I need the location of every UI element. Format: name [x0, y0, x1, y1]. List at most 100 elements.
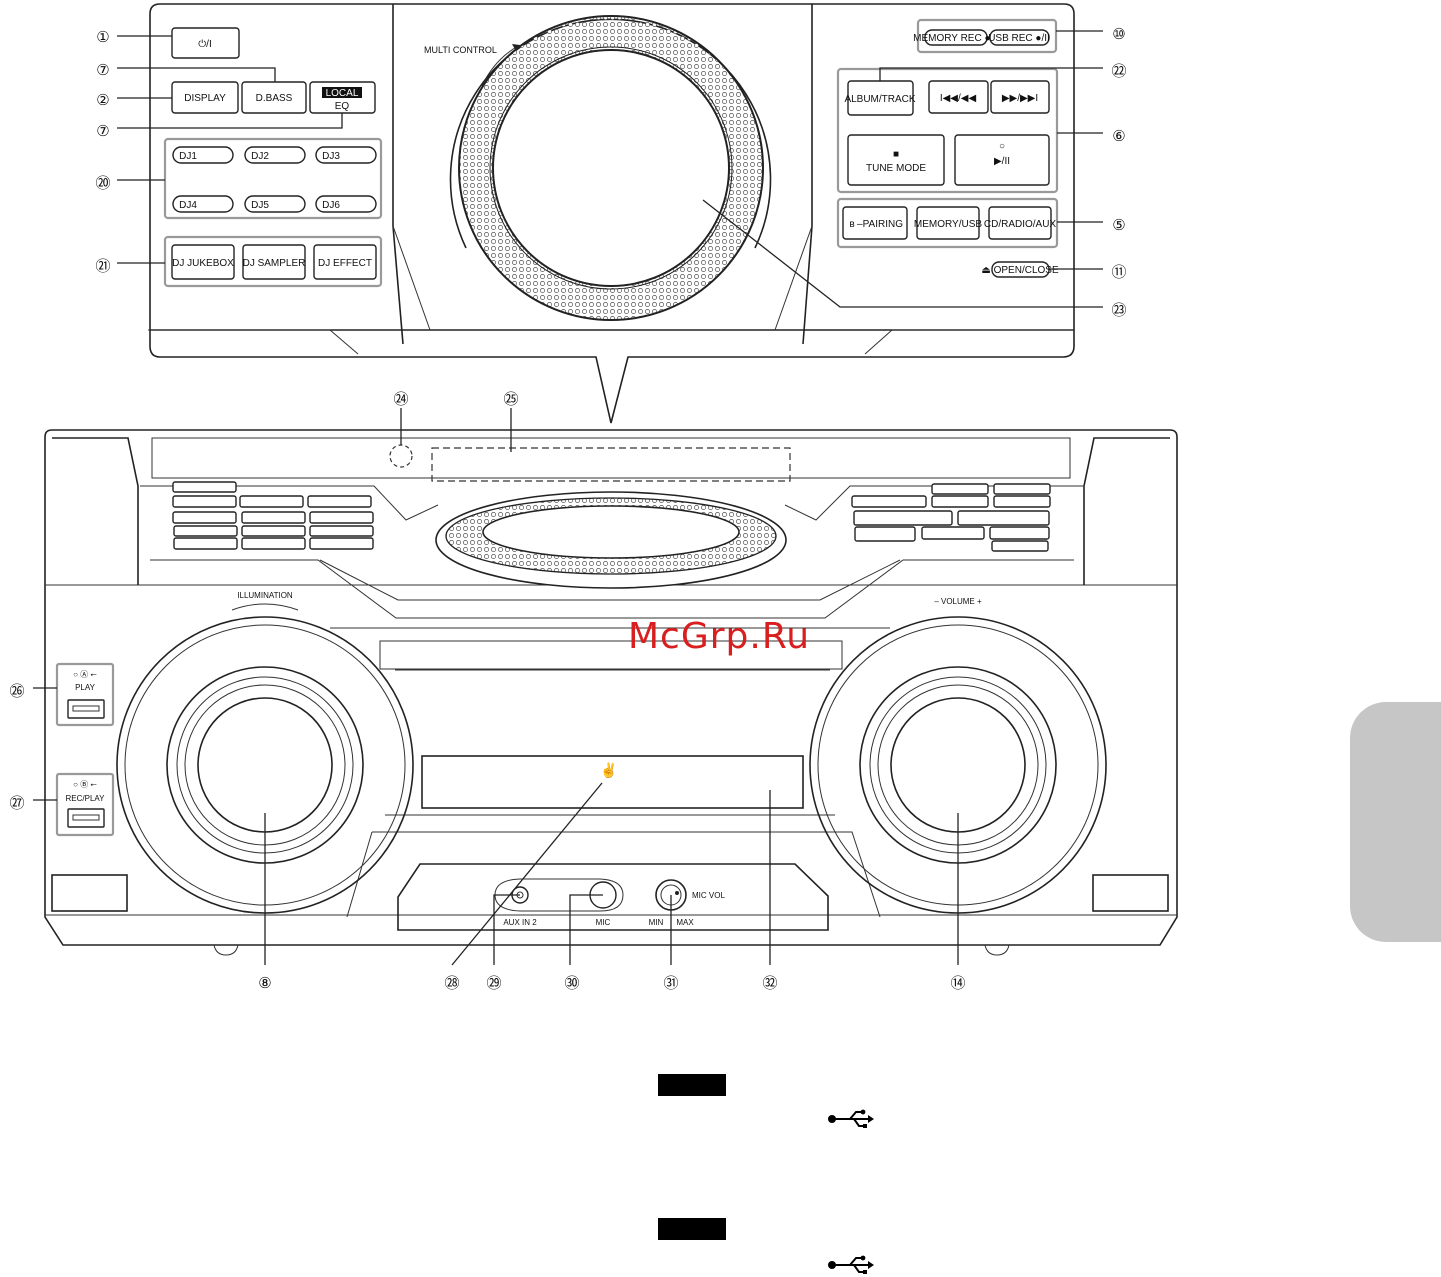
- open-close-button[interactable]: ⏏ OPEN/CLOSE: [981, 261, 1059, 278]
- callout-25: ㉕: [503, 391, 518, 408]
- usb-b-rec-play-label: REC/PLAY: [66, 794, 106, 803]
- cd-radio-aux-button[interactable]: CD/RADIO/AUX: [984, 206, 1057, 240]
- svg-text:DJ4: DJ4: [179, 200, 197, 211]
- power-button[interactable]: ⏻/I: [171, 27, 240, 59]
- usb-port-a[interactable]: [67, 699, 105, 719]
- callout-30: ㉚: [564, 975, 579, 992]
- aux-in-2-label: AUX IN 2: [503, 918, 537, 927]
- mic-label: MIC: [596, 918, 611, 927]
- remote-sensor: [389, 444, 413, 468]
- skip-forward-button[interactable]: ▶▶/▶▶I: [990, 80, 1050, 114]
- usb-port-b[interactable]: [67, 808, 105, 828]
- svg-text:ALBUM/TRACK: ALBUM/TRACK: [844, 94, 915, 105]
- dj-pad-group: [163, 137, 383, 220]
- dbass-button[interactable]: D.BASS: [241, 81, 307, 114]
- local-eq-button[interactable]: LOCAL EQ: [309, 81, 376, 114]
- callout-32: ㉜: [762, 975, 777, 992]
- callout-14: ⑭: [950, 975, 965, 992]
- callout-10: ⑩: [1112, 26, 1125, 43]
- bluetooth-icon: ʙ: [849, 219, 854, 230]
- svg-text:CD/RADIO/AUX: CD/RADIO/AUX: [984, 219, 1057, 230]
- svg-text:DISPLAY: DISPLAY: [184, 93, 226, 104]
- callout-21: ㉑: [95, 258, 110, 275]
- svg-text:MEMORY/USB: MEMORY/USB: [914, 219, 982, 230]
- display-window: [431, 447, 791, 482]
- unit-multi-control-dial[interactable]: [435, 491, 787, 589]
- svg-text:■: ■: [893, 149, 899, 160]
- zoomed-control-panel: MULTI CONTROL ⏻/I DISPLAY D.BASS LOCAL E: [148, 3, 1075, 424]
- dj5-button[interactable]: DJ5: [244, 195, 306, 213]
- svg-text:DJ6: DJ6: [322, 200, 340, 211]
- svg-text:DJ1: DJ1: [179, 151, 197, 162]
- svg-text:DJ3: DJ3: [322, 151, 340, 162]
- volume-label: – VOLUME +: [934, 597, 982, 606]
- dj6-button[interactable]: DJ6: [315, 195, 377, 213]
- svg-text:DJ JUKEBOX: DJ JUKEBOX: [172, 258, 234, 269]
- usb-a-play-label: PLAY: [75, 683, 96, 692]
- unit-keys-left[interactable]: [172, 481, 374, 550]
- skip-back-button[interactable]: I◀◀/◀◀: [928, 80, 989, 114]
- callout-23: ㉓: [1111, 302, 1126, 319]
- svg-text:DJ EFFECT: DJ EFFECT: [318, 258, 372, 269]
- svg-text:LOCAL: LOCAL: [326, 88, 359, 99]
- svg-text:⏻/I: ⏻/I: [198, 39, 211, 50]
- svg-text:EQ: EQ: [335, 101, 350, 112]
- unit-keys-right[interactable]: [851, 483, 1051, 552]
- usb-rec-button[interactable]: USB REC ●/II: [988, 29, 1050, 46]
- dj1-button[interactable]: DJ1: [172, 146, 234, 164]
- mic-vol-label: MIC VOL: [692, 891, 725, 900]
- bluetooth-pairing-button[interactable]: ʙ –PAIRING: [842, 206, 908, 240]
- main-unit: ILLUMINATION – VOLUME + ○ Ⓐ ⭠ PLAY ○ Ⓑ ⭠…: [44, 429, 1178, 956]
- dj-jukebox-button[interactable]: DJ JUKEBOX: [171, 244, 235, 280]
- callout-20: ⑳: [95, 175, 110, 192]
- callout-2: ②: [96, 92, 109, 109]
- svg-text:DJ5: DJ5: [251, 200, 269, 211]
- memory-rec-button[interactable]: MEMORY REC ●/II: [913, 29, 999, 46]
- dj3-button[interactable]: DJ3: [315, 146, 377, 164]
- callout-7b: ⑦: [96, 123, 109, 140]
- callout-28: ㉘: [444, 975, 459, 992]
- dj2-button[interactable]: DJ2: [244, 146, 306, 164]
- svg-text:D.BASS: D.BASS: [256, 93, 293, 104]
- side-tab: [1350, 702, 1441, 942]
- touch-sensor-icon: ✌: [600, 761, 617, 779]
- callout-6: ⑥: [1112, 128, 1125, 145]
- dj-function-group: [163, 235, 383, 288]
- callout-26: ㉖: [9, 683, 24, 700]
- callout-8: ⑧: [258, 975, 271, 992]
- svg-text:DJ2: DJ2: [251, 151, 269, 162]
- play-pause-button[interactable]: ○ ▶/II: [954, 134, 1050, 186]
- stop-tune-mode-button[interactable]: ■ TUNE MODE: [847, 134, 945, 186]
- multi-control-label: MULTI CONTROL: [424, 45, 497, 55]
- album-track-button[interactable]: ALBUM/TRACK: [844, 80, 916, 116]
- source-group: [836, 197, 1059, 249]
- svg-text:TUNE MODE: TUNE MODE: [866, 163, 926, 174]
- display-button[interactable]: DISPLAY: [171, 81, 239, 114]
- transport-group: [836, 67, 1059, 194]
- dj-effect-button[interactable]: DJ EFFECT: [313, 244, 377, 280]
- watermark: McGrp.Ru: [628, 616, 811, 657]
- memory-usb-button[interactable]: MEMORY/USB: [914, 206, 982, 240]
- callout-29: ㉙: [486, 975, 501, 992]
- usb-icon: [828, 1255, 874, 1274]
- multi-control-dial[interactable]: [449, 15, 772, 321]
- dj4-button[interactable]: DJ4: [172, 195, 234, 213]
- svg-text:DJ SAMPLER: DJ SAMPLER: [243, 258, 306, 269]
- dj-sampler-button[interactable]: DJ SAMPLER: [242, 244, 306, 280]
- svg-text:▶▶/▶▶I: ▶▶/▶▶I: [1002, 93, 1038, 104]
- min-label: MIN: [649, 918, 664, 927]
- illumination-label: ILLUMINATION: [237, 591, 293, 600]
- svg-text:I◀◀/◀◀: I◀◀/◀◀: [940, 93, 977, 104]
- black-tag-1: [658, 1074, 726, 1096]
- usb-a-indicator: ○ Ⓐ ⭠: [73, 670, 97, 679]
- svg-text:○: ○: [999, 141, 1005, 152]
- callout-7a: ⑦: [96, 62, 109, 79]
- svg-text:USB REC ●/II: USB REC ●/II: [988, 33, 1050, 44]
- usb-icon: [828, 1109, 874, 1128]
- callout-27: ㉗: [9, 795, 24, 812]
- callout-24: ㉔: [393, 391, 408, 408]
- max-label: MAX: [676, 918, 694, 927]
- callout-5: ⑤: [1112, 217, 1125, 234]
- svg-text:MEMORY REC ●/II: MEMORY REC ●/II: [913, 33, 999, 44]
